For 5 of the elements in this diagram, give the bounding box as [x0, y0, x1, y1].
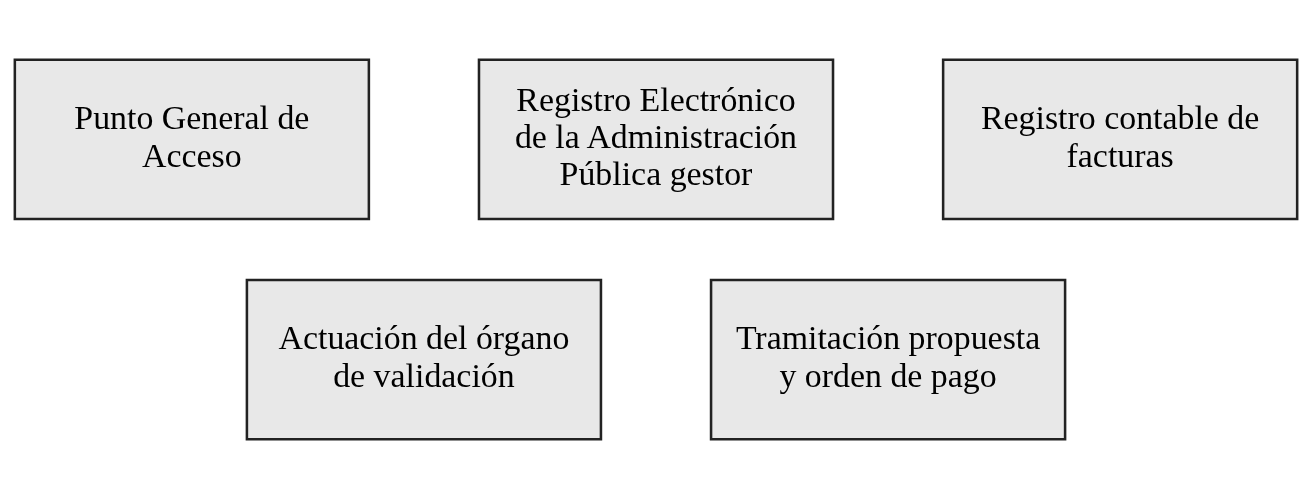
node-box: Actuación del órgano de validación [245, 278, 603, 441]
node-box: Tramitación propuesta y orden de pago [709, 278, 1067, 441]
node-box: Registro Electrónico de la Administración Pública gestor [477, 58, 835, 221]
node-box: Registro contable de facturas [941, 58, 1299, 221]
node-box: Punto General de Acceso [13, 58, 371, 221]
